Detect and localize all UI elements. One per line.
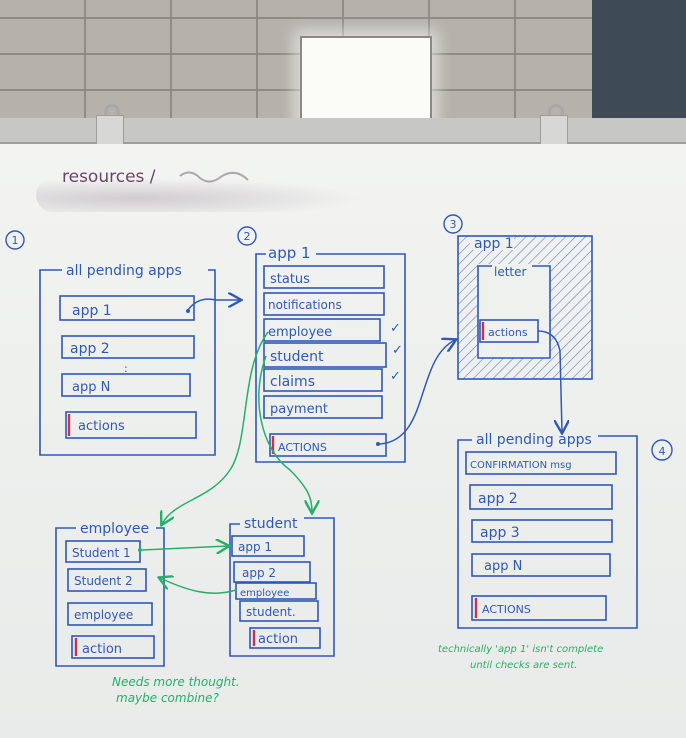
screen-2-item-employee: employee	[268, 325, 332, 340]
screen-4-item-app2: app 2	[478, 491, 518, 507]
screen-2-actions: ACTIONS	[278, 441, 327, 454]
screen-2-check-3: ✓	[390, 369, 401, 384]
student-item-app1: app 1	[238, 540, 272, 554]
erased-smudge	[36, 178, 366, 212]
screen-4-actions: ACTIONS	[482, 603, 531, 616]
screen-2-title: app 1	[268, 244, 311, 262]
screen-2-item-notifications: notifications	[268, 298, 342, 312]
employee-actions: action	[82, 642, 122, 657]
student-screen-title: student	[244, 516, 298, 532]
screen-3-letter: letter	[494, 265, 527, 279]
screen-4-title: all pending apps	[476, 432, 592, 448]
header-text: resources /	[62, 167, 156, 187]
step-circle-4	[651, 439, 673, 461]
screen-2-item-student: student	[270, 349, 324, 365]
rail-clip-right	[540, 115, 568, 147]
step-label-4: 4	[659, 445, 666, 458]
note-right-line1: technically 'app 1' isn't complete	[438, 644, 603, 655]
arrow-employee-link	[162, 331, 269, 524]
student-screen-frame	[229, 517, 335, 657]
screen-2-item-payment: payment	[270, 402, 328, 417]
employee-item-student-1: Student 1	[72, 546, 131, 560]
arrow-2-to-3	[379, 340, 455, 445]
rail-hook-right	[548, 104, 564, 123]
screen-2-check-1: ✓	[390, 321, 401, 336]
wall-corner	[592, 0, 686, 120]
step-circle-1	[5, 230, 25, 250]
note-left-line1: Needs more thought.	[112, 675, 240, 689]
rail-hook-left	[104, 104, 120, 123]
step-circle-2	[237, 226, 257, 246]
step-label-1: 1	[12, 234, 19, 247]
screen-3-frame	[457, 235, 593, 380]
arrow-3-to-4	[537, 330, 562, 432]
step-circle-3	[443, 214, 463, 234]
arrow-1-to-2	[187, 299, 240, 311]
arrow-student-link	[258, 355, 312, 512]
student-actions: action	[258, 632, 298, 647]
employee-screen-title: employee	[80, 521, 149, 537]
arrow-1-dot	[186, 309, 190, 313]
screen-1-item-2: app 2	[70, 341, 110, 357]
screen-4-item-app3: app 3	[480, 525, 520, 541]
header-smudge	[179, 171, 249, 183]
screen-1-item-1: app 1	[72, 303, 112, 319]
screen-1-ellipsis: :	[124, 362, 128, 375]
screen-1-frame	[39, 269, 216, 456]
student-item-student: student.	[246, 605, 296, 619]
screen-2-item-status: status	[270, 272, 310, 287]
arrow-green-dot	[138, 548, 142, 552]
student-item-app2: app 2	[242, 566, 276, 580]
note-right-line2: until checks are sent.	[470, 660, 577, 671]
screen-1-item-n: app N	[72, 380, 110, 395]
student-item-employee: employee	[240, 588, 289, 599]
screen-4-item-confirmation: CONFIRMATION msg	[470, 460, 572, 471]
screen-3-title: app 1	[474, 236, 514, 252]
screen-2-check-2: ✓	[392, 343, 403, 358]
employee-item-student-2: Student 2	[74, 574, 133, 588]
screen-1-actions: actions	[78, 419, 125, 434]
step-label-2: 2	[244, 230, 251, 243]
screen-3-title-bg	[470, 236, 514, 250]
arrow-employee-to-student	[141, 546, 228, 550]
step-label-3: 3	[450, 218, 457, 231]
screen-1-title: all pending apps	[66, 263, 182, 279]
screen-4-item-appn: app N	[484, 559, 522, 574]
screen-4-frame	[457, 435, 638, 629]
screen-2-item-claims: claims	[270, 374, 315, 390]
employee-item-employee: employee	[74, 608, 133, 622]
note-left-line2: maybe combine?	[116, 691, 220, 705]
screen-3-actions: actions	[488, 326, 528, 339]
arrow-student-to-employee	[160, 578, 237, 594]
arrow-2-dot	[376, 442, 380, 446]
